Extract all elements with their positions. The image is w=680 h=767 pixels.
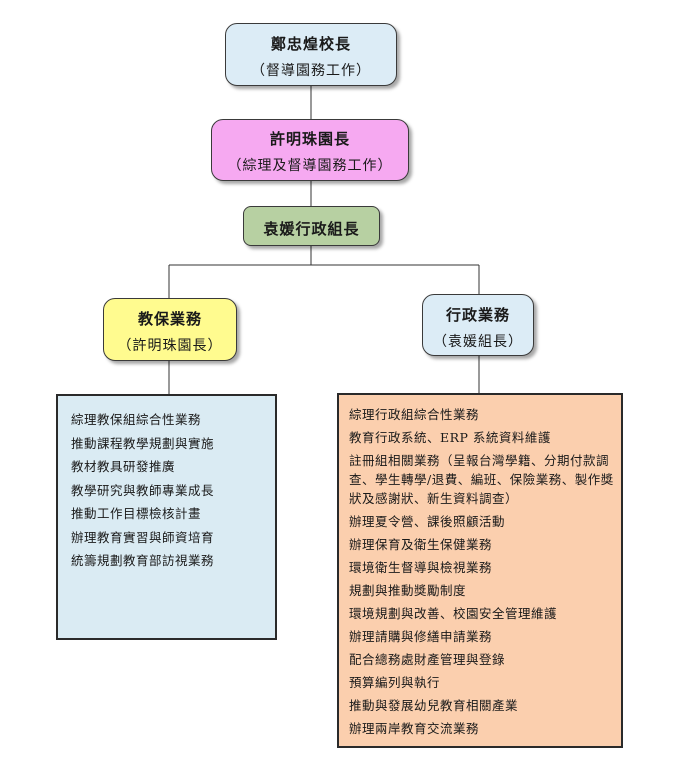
admin-leader-name: 袁媛行政組長 xyxy=(263,220,360,238)
administration-node: 行政業務 （袁媛組長） xyxy=(422,294,534,356)
administration-task: 環境衛生督導與檢視業務 xyxy=(349,560,493,575)
administration-task: 配合總務處財產管理與登錄 xyxy=(349,652,506,667)
education-owner: （許明珠園長） xyxy=(117,338,223,354)
administration-owner: （袁媛組長） xyxy=(433,334,523,350)
education-task: 教學研究與教師專業成長 xyxy=(71,482,215,498)
education-task: 統籌規劃教育部訪視業務 xyxy=(71,553,215,568)
principal-name: 鄭忠煌校長 xyxy=(270,35,351,53)
administration-task: 推動與發展幼兒教育相關產業 xyxy=(349,698,519,713)
education-task: 推動工作目標檢核計畫 xyxy=(71,506,202,521)
administration-task: 辦理夏令營、課後照顧活動 xyxy=(349,514,506,529)
administration-task: 辦理請購與修繕申請業務 xyxy=(349,629,493,644)
administration-task: 綜理行政組綜合性業務 xyxy=(349,407,480,422)
administration-task: 辦理保育及衛生保健業務 xyxy=(349,537,493,552)
education-task: 辦理教育實習與師資培育 xyxy=(71,529,215,545)
administration-task: 規劃與推動獎勵制度 xyxy=(349,583,467,598)
administration-task: 環境規劃與改善、校園安全管理維護 xyxy=(349,606,558,621)
education-title: 教保業務 xyxy=(137,310,202,328)
director-node: 許明珠園長 （綜理及督導園務工作） xyxy=(211,119,409,181)
principal-node: 鄭忠煌校長 （督導園務工作） xyxy=(225,23,397,86)
administration-title: 行政業務 xyxy=(445,306,510,324)
administration-task-list: 綜理行政組綜合性業務 教育行政系統、ERP 系統資料維護 註冊組相關業務（呈報台… xyxy=(337,393,623,748)
education-task: 綜理教保組綜合性業務 xyxy=(71,412,202,427)
principal-role: （督導園務工作） xyxy=(251,63,371,79)
administration-task: 註冊組相關業務（呈報台灣學籍、分期付款調查、學生轉學/退費、編班、保險業務、製作… xyxy=(349,453,614,506)
administration-task: 預算編列與執行 xyxy=(349,675,441,690)
administration-task: 辦理兩岸教育交流業務 xyxy=(349,721,480,736)
education-task: 推動課程教學規劃與實施 xyxy=(71,435,215,451)
admin-leader-node: 袁媛行政組長 xyxy=(243,206,380,246)
education-task-list: 綜理教保組綜合性業務 推動課程教學規劃與實施 教材教具研發推廣 教學研究與教師專… xyxy=(56,394,277,640)
administration-task: 教育行政系統、ERP 系統資料維護 xyxy=(349,430,551,445)
education-task: 教材教具研發推廣 xyxy=(71,459,176,474)
education-node: 教保業務 （許明珠園長） xyxy=(103,298,237,361)
director-role: （綜理及督導園務工作） xyxy=(227,158,393,174)
director-name: 許明珠園長 xyxy=(269,130,350,148)
